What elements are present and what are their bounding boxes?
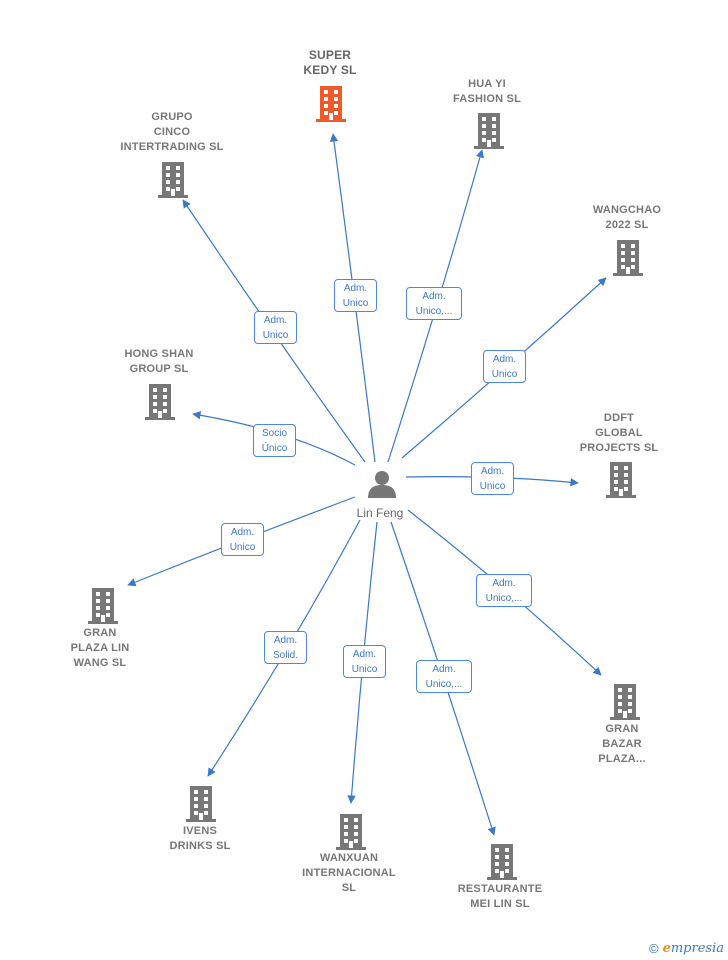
edge-role-label: Adm. Unico: [334, 279, 377, 312]
building-icon[interactable]: [158, 162, 188, 198]
building-icon[interactable]: [88, 588, 118, 624]
building-icon[interactable]: [474, 113, 504, 149]
building-icon[interactable]: [316, 86, 346, 122]
building-icon[interactable]: [610, 684, 640, 720]
empresia-logo: empresia: [662, 941, 724, 956]
brand-footer: © empresia: [649, 941, 724, 956]
edge-role-label: Adm. Solid.: [264, 631, 307, 664]
edge-role-label: Socio Único: [253, 424, 296, 457]
building-icon[interactable]: [186, 786, 216, 822]
building-icon[interactable]: [336, 814, 366, 850]
company-label-super-kedy[interactable]: SUPER KEDY SL: [303, 48, 357, 77]
person-icon: [368, 471, 396, 498]
building-icon[interactable]: [145, 384, 175, 420]
edge-role-label: Adm. Unico,...: [406, 287, 462, 320]
company-label-hua-yi[interactable]: HUA YI FASHION SL: [452, 78, 521, 105]
copyright-icon: ©: [648, 941, 659, 956]
edge-role-label: Adm. Unico: [343, 645, 386, 678]
edge-role-label: Adm. Unico,...: [416, 660, 472, 693]
building-icon[interactable]: [606, 462, 636, 498]
center-person-label[interactable]: Lin Feng: [356, 506, 404, 520]
company-label-grupo-cinco[interactable]: GRUPO CINCO INTERTRADING SL: [120, 111, 224, 153]
company-label-restaurante[interactable]: RESTAURANTE MEI LIN SL: [457, 883, 543, 910]
edge-role-label: Adm. Unico,...: [476, 574, 532, 607]
company-label-wanxuan[interactable]: WANXUAN INTERNACIONAL SL: [302, 852, 396, 894]
building-icon[interactable]: [613, 240, 643, 276]
company-label-wangchao[interactable]: WANGCHAO 2022 SL: [592, 204, 662, 231]
edge-role-label: Adm. Unico: [471, 462, 514, 495]
company-label-ivens[interactable]: IVENS DRINKS SL: [169, 825, 231, 852]
company-label-ddft[interactable]: DDFT GLOBAL PROJECTS SL: [579, 412, 659, 454]
company-label-gran-plaza[interactable]: GRAN PLAZA LIN WANG SL: [70, 627, 130, 669]
company-label-gran-bazar[interactable]: GRAN BAZAR PLAZA...: [598, 723, 646, 765]
edge-role-label: Adm. Unico: [221, 523, 264, 556]
company-label-hong-shan[interactable]: HONG SHAN GROUP SL: [124, 348, 194, 375]
edge-role-label: Adm. Unico: [483, 350, 526, 383]
building-icon[interactable]: [487, 844, 517, 880]
edge-role-label: Adm. Unico: [254, 311, 297, 344]
